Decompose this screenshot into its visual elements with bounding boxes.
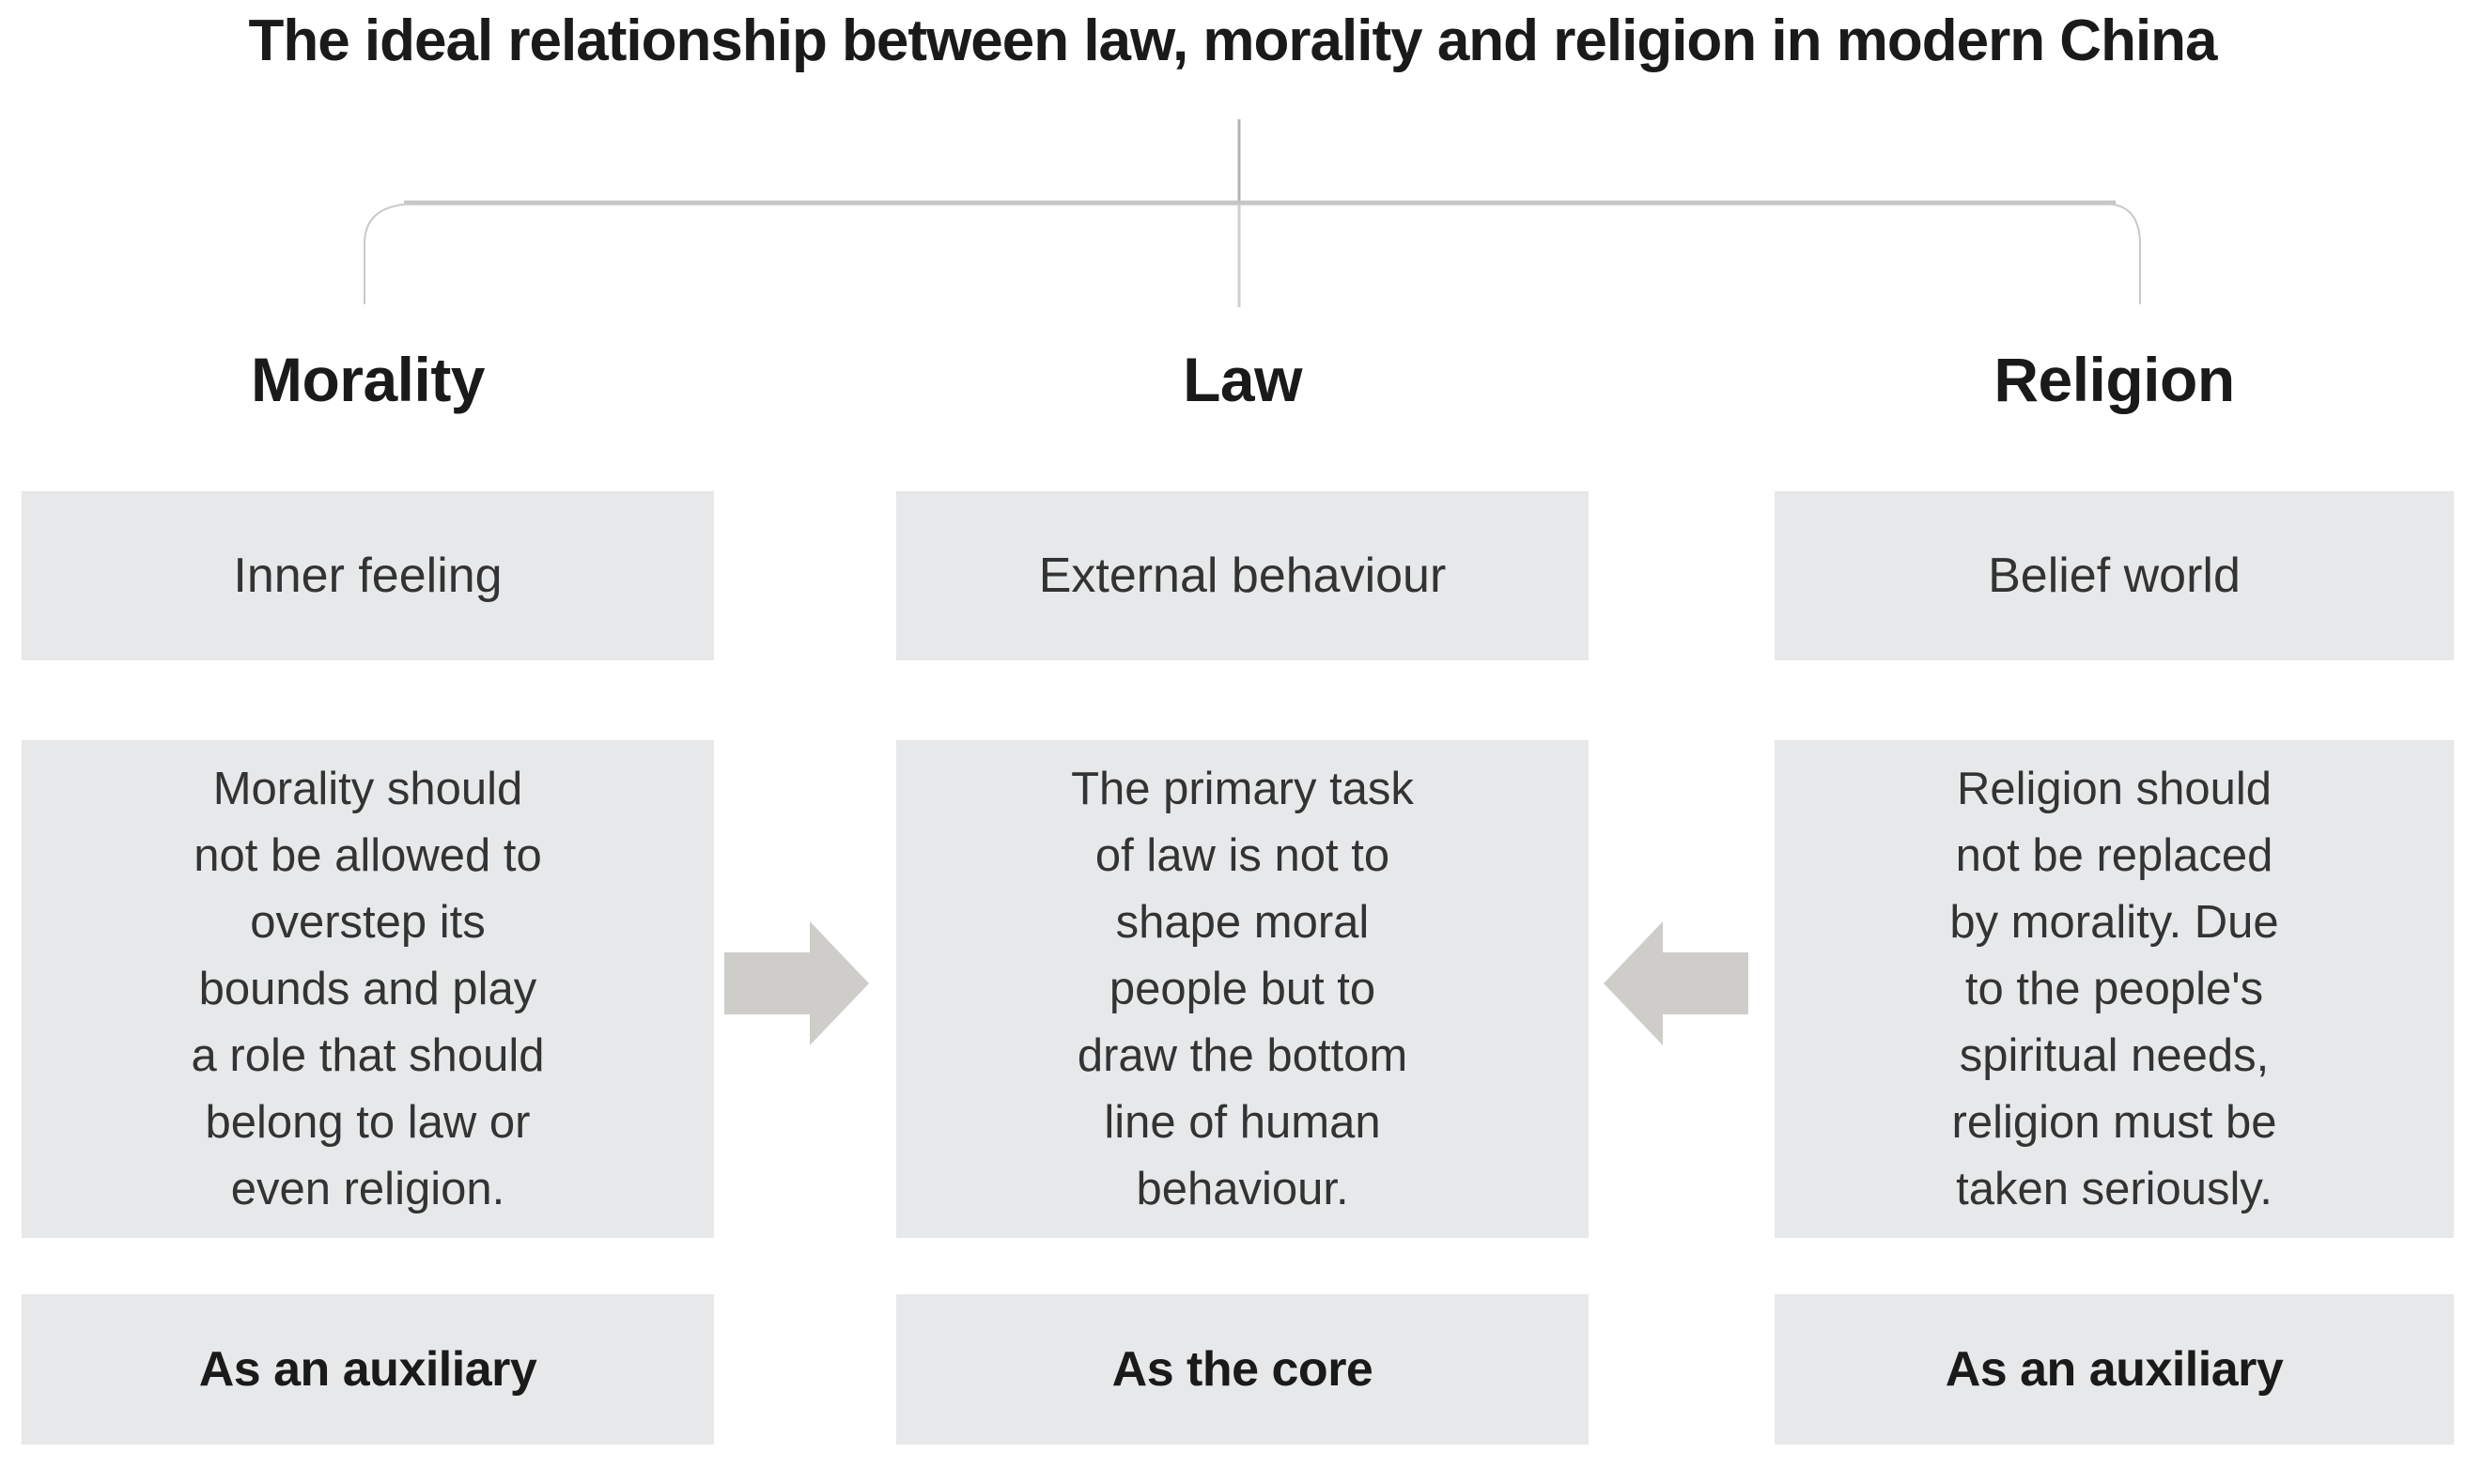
- column-law: Law External behaviour The primary task …: [896, 0, 1589, 1484]
- morality-role-box: As an auxiliary: [22, 1294, 714, 1445]
- law-description-box: The primary task of law is not to shape …: [896, 740, 1589, 1238]
- column-header-religion: Religion: [1993, 345, 2235, 414]
- column-header-morality: Morality: [250, 345, 486, 414]
- religion-description-box: Religion should not be replaced by moral…: [1775, 740, 2454, 1238]
- column-morality: Morality Inner feeling Morality should n…: [22, 0, 714, 1484]
- religion-attribute-box: Belief world: [1775, 491, 2454, 660]
- arrow-right-icon: [724, 921, 869, 1045]
- religion-role-box: As an auxiliary: [1775, 1294, 2454, 1445]
- diagram-title: The ideal relationship between law, mora…: [248, 8, 2217, 73]
- column-religion: Religion Belief world Religion should no…: [1775, 0, 2454, 1484]
- arrow-left-icon: [1604, 921, 1748, 1045]
- column-header-law: Law: [1183, 345, 1302, 414]
- law-role-box: As the core: [896, 1294, 1589, 1445]
- morality-description-box: Morality should not be allowed to overst…: [22, 740, 714, 1238]
- law-attribute-box: External behaviour: [896, 491, 1589, 660]
- morality-attribute-box: Inner feeling: [22, 491, 714, 660]
